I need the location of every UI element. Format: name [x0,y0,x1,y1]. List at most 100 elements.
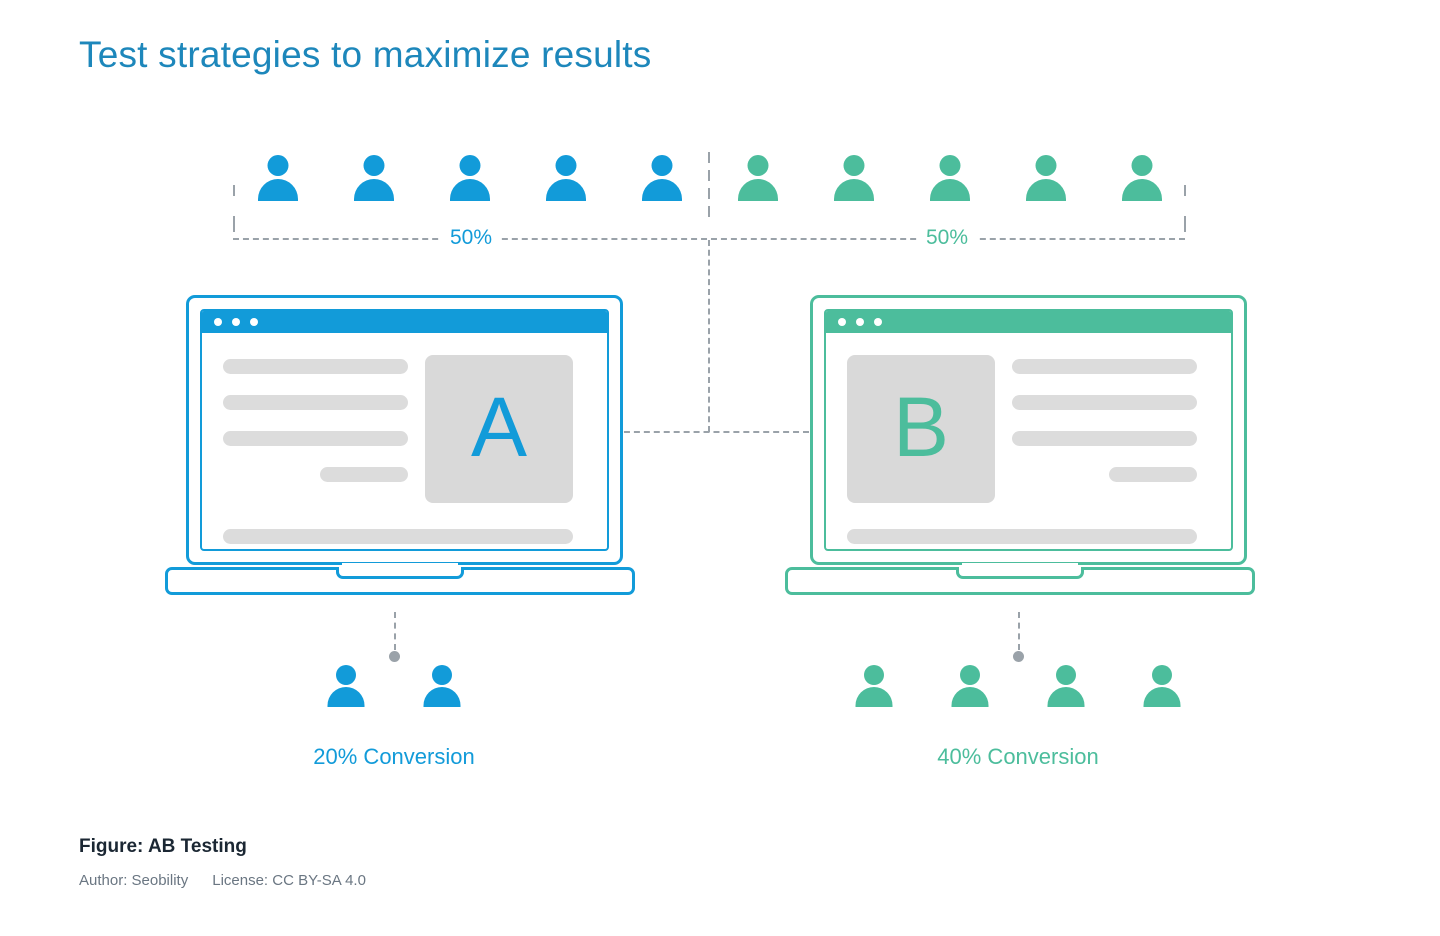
visitor-body [1047,687,1085,707]
bracket-tick-right [1184,185,1186,196]
split-percent-b: 50% [917,226,978,250]
visitor-body [855,687,893,707]
visitor-body [738,179,778,201]
figure-author: Author: Seobility [79,872,189,889]
visitor-head [939,155,961,176]
visitor-icon [735,155,781,201]
figure-license: License: CC BY-SA 4.0 [212,872,366,889]
variant-a-screen-lid: A [186,295,623,565]
visitor-head [651,155,673,176]
figure-caption-title: Figure: AB Testing [79,836,247,857]
variant-a-page-content: A [202,333,607,549]
trackpad-notch [336,563,464,579]
visitor-head [864,665,884,685]
visitor-head [459,155,481,176]
converted-visitor-icon [1141,665,1183,707]
text-placeholder-bar [223,529,573,544]
converted-visitor-icon [421,665,463,707]
visitor-icon [1023,155,1069,201]
visitor-head [1056,665,1076,685]
variant-b-conversion-label: 40% Conversion [937,744,1099,769]
split-drop-line [708,240,710,432]
window-dot-icon [838,318,846,326]
visitor-body [642,179,682,201]
visitor-body [834,179,874,201]
visitor-body [258,179,298,201]
visitor-icon [255,155,301,201]
visitor-head [363,155,385,176]
converted-visitor-icon [325,665,367,707]
visitor-head [267,155,289,176]
text-placeholder-bar [1012,359,1197,374]
visitor-body [450,179,490,201]
variant-b-browser-window: B [824,309,1233,551]
text-placeholder-bar [1109,467,1197,482]
converted-visitor-icon [1045,665,1087,707]
visitor-head [432,665,452,685]
window-dot-icon [874,318,882,326]
visitor-body [1122,179,1162,201]
visitor-body [1026,179,1066,201]
visitor-body [1143,687,1181,707]
variant-a-letter: A [470,380,528,474]
variant-b-screen-lid: B [810,295,1247,565]
split-percent-a: 50% [441,226,502,250]
figure-caption-meta: Author: Seobility License: CC BY-SA 4.0 [79,872,366,889]
visitor-body [354,179,394,201]
bracket-tick-right [1184,216,1186,232]
text-placeholder-bar [320,467,408,482]
variant-b-result-dot [1013,651,1024,662]
visitor-icon [639,155,685,201]
text-placeholder-bar [1012,395,1197,410]
visitor-icon [447,155,493,201]
text-placeholder-bar [223,395,408,410]
text-placeholder-bar [223,431,408,446]
visitor-body [327,687,365,707]
variant-b-laptop-base [785,563,1255,595]
converted-visitor-icon [949,665,991,707]
visitor-icon [1119,155,1165,201]
bracket-tick-center [708,188,710,199]
variant-b-result-line [1018,612,1020,650]
visitor-body [546,179,586,201]
variant-b-image-placeholder: B [847,355,995,503]
visitor-head [1035,155,1057,176]
window-dot-icon [232,318,240,326]
visitor-body [951,687,989,707]
variant-a-result-line [394,612,396,650]
text-placeholder-bar [847,529,1197,544]
converted-visitor-icon [853,665,895,707]
variant-connector-line [614,431,809,433]
variant-b-letter: B [892,380,950,474]
bracket-tick-center [708,170,710,181]
visitor-body [930,179,970,201]
trackpad-notch [956,563,1084,579]
visitor-icon [927,155,973,201]
window-dot-icon [856,318,864,326]
visitor-icon [543,155,589,201]
bracket-tick-center [708,152,710,163]
bracket-tick-center [708,206,710,217]
variant-b-page-content: B [826,333,1231,549]
variant-a-browser-titlebar [202,311,607,333]
text-placeholder-bar [1012,431,1197,446]
visitor-icon [831,155,877,201]
visitor-body [423,687,461,707]
visitor-head [843,155,865,176]
variant-b-laptop: B [785,295,1255,600]
visitor-head [1131,155,1153,176]
variant-a-conversion-label: 20% Conversion [313,744,475,769]
variant-b-browser-titlebar [826,311,1231,333]
visitor-head [1152,665,1172,685]
variant-a-image-placeholder: A [425,355,573,503]
bracket-tick-left [233,216,235,232]
text-placeholder-bar [223,359,408,374]
variant-a-laptop: A [165,295,635,600]
window-dot-icon [214,318,222,326]
bracket-tick-left [233,185,235,196]
variant-a-result-dot [389,651,400,662]
visitor-icon [351,155,397,201]
window-dot-icon [250,318,258,326]
variant-a-browser-window: A [200,309,609,551]
